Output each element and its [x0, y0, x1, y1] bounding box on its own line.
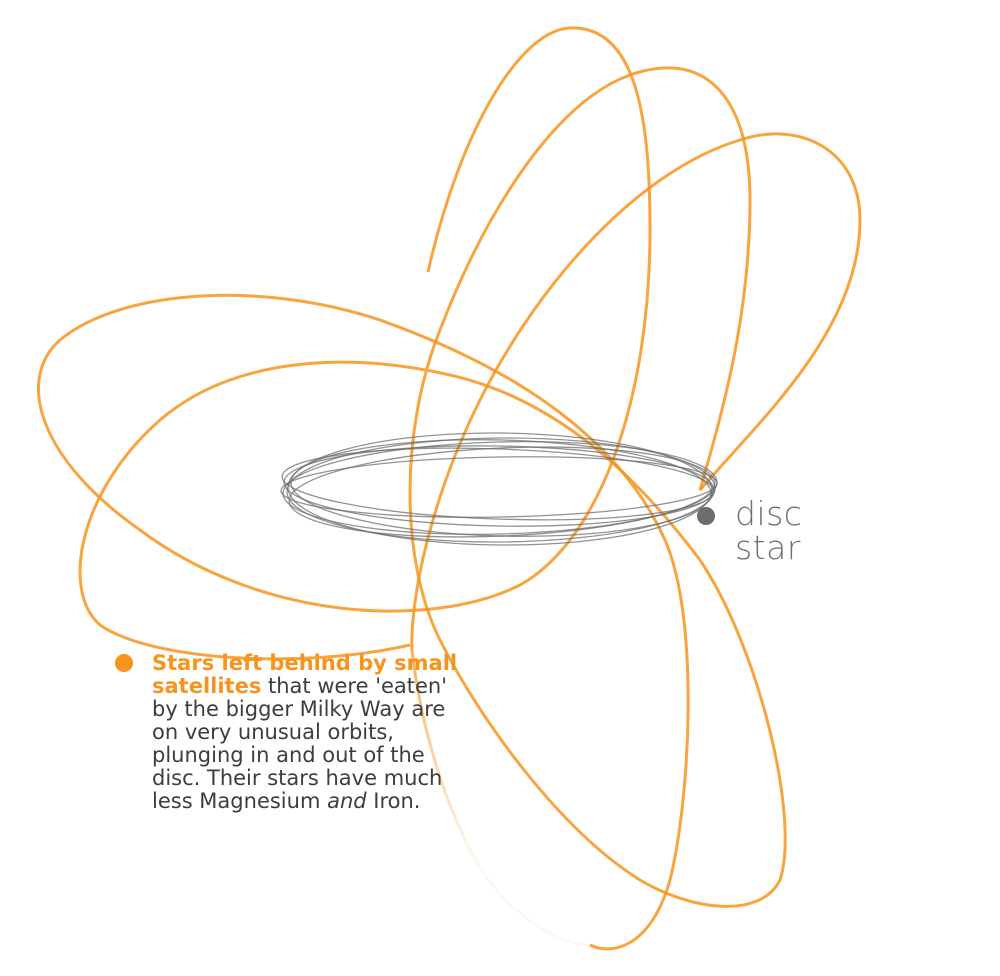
disc-star-label: disc star: [735, 497, 802, 565]
satellite-orbit-lower-loop: [78, 66, 787, 908]
disc-star-marker: [697, 507, 715, 525]
satellite-orbit-right-loop: [410, 132, 862, 651]
caption-text-part2: Iron.: [366, 789, 421, 813]
caption-emphasis: and: [327, 789, 367, 813]
caption-highlight: Stars left behind by small satellites: [152, 651, 458, 698]
disc-orbits: [280, 432, 718, 546]
satellite-orbit-fade-tail: [410, 649, 601, 947]
satellite-orbit-left-loop: [37, 26, 690, 951]
satellite-star-marker: [115, 654, 133, 672]
disc-star-label-line1: disc: [735, 494, 803, 533]
satellite-stars-caption: Stars left behind by small satellites th…: [152, 652, 472, 813]
disc-star-label-line2: star: [735, 528, 801, 567]
caption-text-part1: that were 'eaten' by the bigger Milky Wa…: [152, 674, 447, 813]
satellite-orbits: [37, 26, 862, 951]
